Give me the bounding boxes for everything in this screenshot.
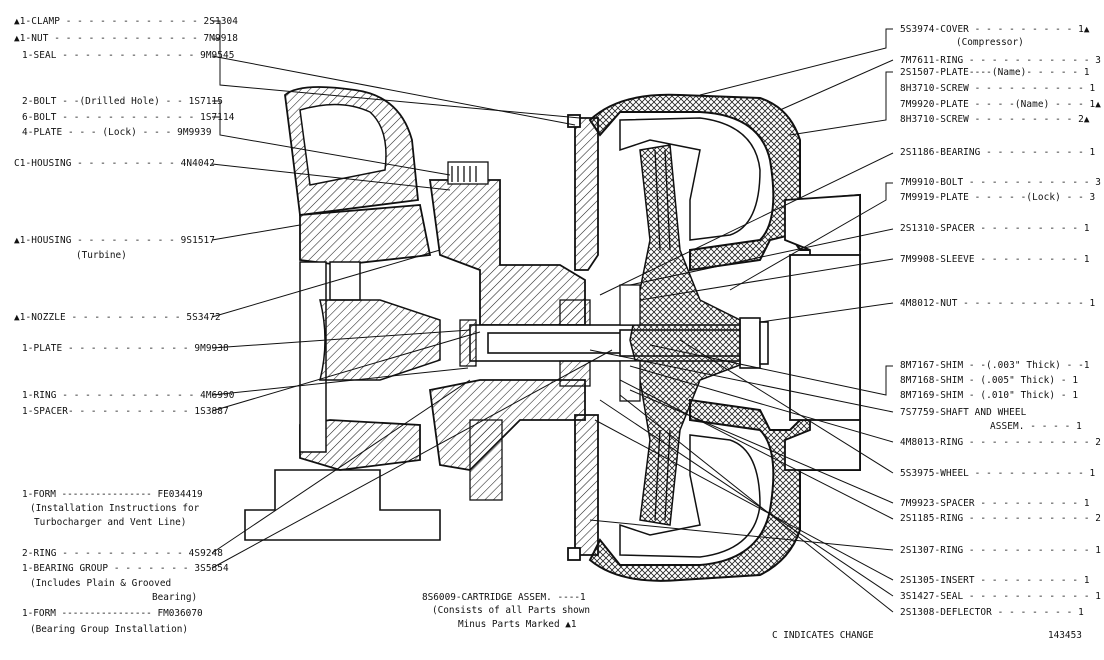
label-shim3: 8M7169-SHIM - (.010" Thick) - 1 [900,390,1079,401]
label-nozzle: ▲1-NOZZLE - - - - - - - - - - 5S3472 [14,312,221,323]
label-ring-r2: 2S1185-RING - - - - - - - - - - - 2 [900,513,1102,524]
label-sleeve: 7M9908-SLEEVE - - - - - - - - - 1 [900,254,1090,265]
turbine-wheel [319,299,441,381]
note-cartridge-sub2: Minus Parts Marked ▲1 [458,619,577,630]
label-plate-lock-r: 7M9919-PLATE - - - - -(Lock) - - 3 [900,192,1096,203]
figure-number: 143453 [1048,630,1082,641]
label-shaft: 7S7759-SHAFT AND WHEEL [900,407,1027,418]
label-ring2: 2-RING - - - - - - - - - - - 4S9248 [22,548,224,559]
label-screw2: 8H3710-SCREW - - - - - - - - - 2▲ [900,114,1090,125]
compressor-blades [654,149,671,521]
label-bolt-r: 7M9910-BOLT - - - - - - - - - - - 3 [900,177,1102,188]
bolt-stack [447,161,503,501]
turbine-housing-inner [299,103,387,453]
center-housing [428,179,586,471]
label-ring-r3: 2S1307-RING - - - - - - - - - - - 1 [900,545,1102,556]
label-clamp: ▲1-CLAMP - - - - - - - - - - - - 2S1304 [14,16,239,27]
label-plate-name: 2S1507-PLATE----(Name)- - - - - 1 [900,67,1090,78]
label-plate: 1-PLATE - - - - - - - - - - - 9M9938 [22,343,229,354]
label-c-housing: C1-HOUSING - - - - - - - - - 4N4042 [14,158,216,169]
label-shaft-assem: ASSEM. - - - - 1 [990,421,1082,432]
label-spacer: 1-SPACER- - - - - - - - - - - 1S3887 [22,406,229,417]
label-seal: 1-SEAL - - - - - - - - - - - - 9M9545 [22,50,235,61]
label-plate-lock: 4-PLATE - - - (Lock) - - - 9M9939 [22,127,212,138]
leader-lines-left [211,20,613,569]
label-bearing: 2S1186-BEARING - - - - - - - - - 1 [900,147,1096,158]
label-screw1: 8H3710-SCREW - - - - - - - - - - 1 [900,83,1096,94]
label-bolt-drilled: 2-BOLT - -(Drilled Hole) - - 1S7115 [22,96,224,107]
note-cartridge: 8S6009-CARTRIDGE ASSEM. ----1 [422,592,586,603]
label-nut-r: 4M8012-NUT - - - - - - - - - - - 1 [900,298,1096,309]
note-compressor: (Compressor) [956,37,1024,48]
note-form1: 1-FORM ---------------- FE034419 [22,489,203,500]
label-bearing-group: 1-BEARING GROUP - - - - - - - 3S5854 [22,563,229,574]
label-ring-r: 4M8013-RING - - - - - - - - - - - 2 [900,437,1102,448]
turbine-foot [244,469,441,541]
leader-lines-right [589,28,894,613]
label-ring: 1-RING - - - - - - - - - - - - 4M6990 [22,390,235,401]
label-housing-turbine: ▲1-HOUSING - - - - - - - - - 9S1517 [14,235,216,246]
note-form1-sub1: (Installation Instructions for [30,503,200,514]
note-form2-sub: (Bearing Group Installation) [30,624,189,635]
label-cover: 5S3974-COVER - - - - - - - - - 1▲ [900,24,1090,35]
label-shim1: 8M7167-SHIM - -(.003" Thick) - -1 [900,360,1090,371]
label-spacer-r2: 7M9923-SPACER - - - - - - - - - 1 [900,498,1090,509]
label-nut: ▲1-NUT - - - - - - - - - - - - - 7M9918 [14,33,239,44]
label-bolt: 6-BOLT - - - - - - - - - - - - 1S7114 [22,112,235,123]
label-wheel: 5S3975-WHEEL - - - - - - - - - - 1 [900,468,1096,479]
label-insert: 2S1305-INSERT - - - - - - - - - 1 [900,575,1090,586]
label-ring-3: 7M7611-RING - - - - - - - - - - - 3 [900,55,1102,66]
change-note: C INDICATES CHANGE [772,630,874,641]
note-form2: 1-FORM ---------------- FM036070 [22,608,203,619]
compressor-volute-inner [619,117,761,558]
note-bearing-sub2: Bearing) [152,592,198,603]
label-spacer-r: 2S1310-SPACER - - - - - - - - - 1 [900,223,1090,234]
label-seal-r: 3S1427-SEAL - - - - - - - - - - - 1 [900,591,1102,602]
note-cartridge-sub1: (Consists of all Parts shown [432,605,591,616]
note-form1-sub2: Turbocharger and Vent Line) [34,517,187,528]
label-plate-name2: 7M9920-PLATE - - - -(Name) - - - 1▲ [900,99,1102,110]
note-bearing-sub1: (Includes Plain & Grooved [30,578,172,589]
label-shim2: 8M7168-SHIM - (.005" Thick) - 1 [900,375,1079,386]
note-turbine: (Turbine) [76,250,127,261]
label-deflector: 2S1308-DEFLECTOR - - - - - - - 1 [900,607,1084,618]
